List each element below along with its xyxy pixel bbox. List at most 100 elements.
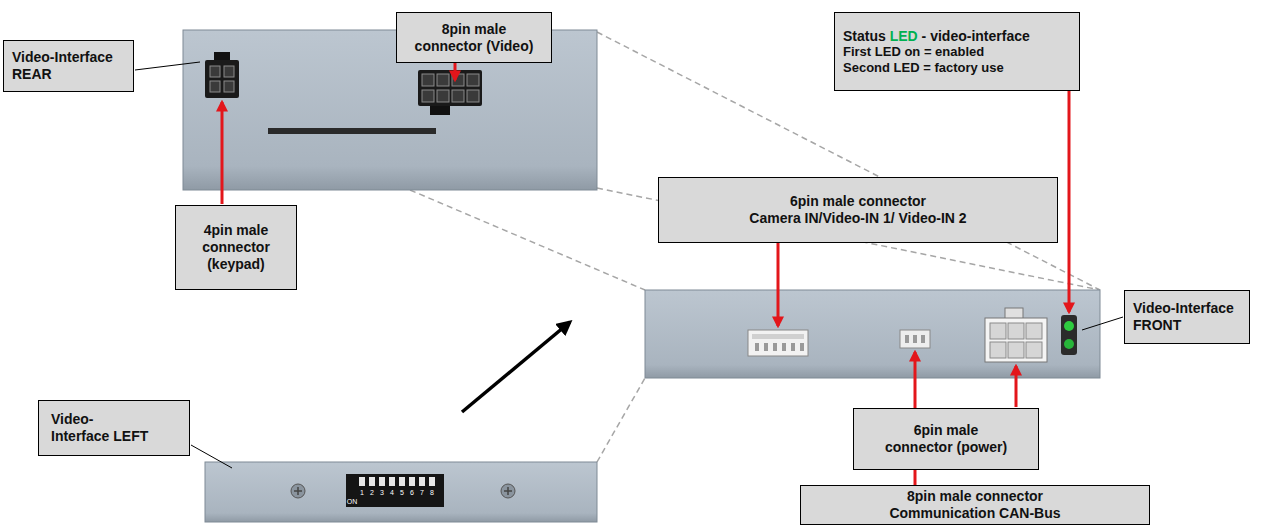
dip-lever: [369, 477, 375, 486]
connector-pin: [224, 81, 234, 92]
card-slot: [268, 128, 436, 134]
callout-text: Video-Interface REAR: [12, 49, 125, 83]
connector-pin: [990, 342, 1006, 358]
heading-text: LED: [890, 28, 918, 44]
heading-text: Status: [843, 28, 886, 44]
connector-pin: [1008, 342, 1024, 358]
connector-pin: [913, 335, 917, 343]
heading-row: StatusLED- video-interface: [843, 28, 1071, 45]
dip-lever: [379, 477, 385, 486]
connector-pin: [422, 90, 434, 102]
dip-label: 1: [360, 489, 364, 496]
callout-text: First LED on = enabled: [843, 44, 1071, 60]
camera-connector: [748, 330, 808, 356]
connector-pin: [791, 343, 795, 351]
callout-arrow: [1015, 366, 1018, 407]
connector-pin: [210, 66, 220, 77]
connector-pins: [990, 323, 1042, 358]
video-connector: [418, 70, 482, 106]
callout-text: 4pin male connector (keypad): [186, 222, 286, 272]
plate-body: [205, 462, 597, 522]
callout-arrow: [1068, 91, 1071, 312]
front-plate: [645, 290, 1100, 378]
connector-pin: [437, 74, 449, 86]
dip-lever: [429, 477, 435, 486]
connector-callout: 6pin male connectorCamera IN/Video-IN 1/…: [658, 177, 1058, 243]
callout-text: Video-Interface LEFT: [51, 411, 177, 445]
dip-lever: [359, 477, 365, 486]
dashed-line: [410, 190, 645, 290]
dip-label: 4: [390, 489, 394, 496]
view-label: Video-Interface LEFT: [38, 400, 190, 456]
dip-levers: [359, 477, 435, 486]
screw-slot: [504, 487, 512, 495]
connector-pins: [422, 74, 479, 102]
connector-tab: [430, 106, 450, 115]
connector-pin: [467, 90, 479, 102]
connector-pin: [224, 66, 234, 77]
plate-body: [645, 290, 1100, 378]
connector-pin: [1026, 323, 1042, 339]
can-connector: [900, 330, 930, 348]
connector-pins: [905, 335, 925, 343]
callout-arrows: [135, 62, 1123, 485]
dip-lever: [419, 477, 425, 486]
callout-arrow: [454, 63, 457, 80]
dip-lever: [389, 477, 395, 486]
view-label: Video-Interface FRONT: [1124, 290, 1250, 344]
connector-pin: [210, 81, 220, 92]
dip-switch: [346, 474, 444, 507]
connector-pin: [905, 335, 909, 343]
dip-label: 2: [370, 489, 374, 496]
status-callout: StatusLED- video-interfaceFirst LED on =…: [834, 12, 1080, 91]
connector-pin: [437, 90, 449, 102]
callout-text: 6pin male connector (power): [882, 422, 1010, 456]
leader-line: [1082, 317, 1123, 330]
connector-callout: 8pin male connector (Video): [396, 12, 552, 63]
connector-callout: 8pin male connectorCommunication CAN-Bus: [800, 485, 1150, 525]
dip-label: ON: [347, 498, 358, 505]
dip-label: 6: [410, 489, 414, 496]
screw: [501, 484, 515, 498]
keypad-connector: [205, 60, 239, 98]
dip-label: 5: [400, 489, 404, 496]
dip-label: 7: [420, 489, 424, 496]
connector-pin: [422, 74, 434, 86]
callout-text: Second LED = factory use: [843, 60, 1071, 76]
led-housing: [1061, 315, 1077, 355]
left-plate: [205, 462, 597, 522]
connector-pin: [782, 343, 786, 351]
dip-label: 8: [430, 489, 434, 496]
dip-lever: [399, 477, 405, 486]
screw: [291, 484, 305, 498]
connector-pin: [800, 343, 804, 351]
connector-pins: [755, 343, 804, 351]
connector-strip: [752, 334, 804, 339]
dip-lever: [409, 477, 415, 486]
view-label: Video-Interface REAR: [3, 40, 134, 92]
leader-line: [135, 62, 200, 70]
power-connector: [985, 318, 1047, 362]
heading-text: - video-interface: [922, 28, 1030, 44]
view-arrow: [462, 322, 570, 412]
connector-pin: [764, 343, 768, 351]
connector-callout: 4pin male connector (keypad): [175, 205, 297, 290]
connector-pin: [773, 343, 777, 351]
callout-arrow: [777, 243, 780, 326]
connector-pin: [1026, 342, 1042, 358]
connector-pin: [921, 335, 925, 343]
status-led: [1064, 321, 1074, 331]
connector-pin: [467, 74, 479, 86]
connector-pin: [452, 90, 464, 102]
callout-arrow: [221, 102, 224, 204]
callout-text: Camera IN/Video-IN 1/ Video-IN 2: [667, 210, 1049, 227]
dip-label: 3: [380, 489, 384, 496]
connector-callout: 6pin male connector (power): [853, 408, 1039, 470]
dashed-line: [597, 378, 645, 462]
callout-text: 8pin male connector (Video): [403, 21, 545, 55]
callout-text: 6pin male connector: [667, 193, 1049, 210]
callout-text: Video-Interface FRONT: [1133, 300, 1241, 334]
connector-pin: [990, 323, 1006, 339]
leader-line: [191, 445, 232, 468]
